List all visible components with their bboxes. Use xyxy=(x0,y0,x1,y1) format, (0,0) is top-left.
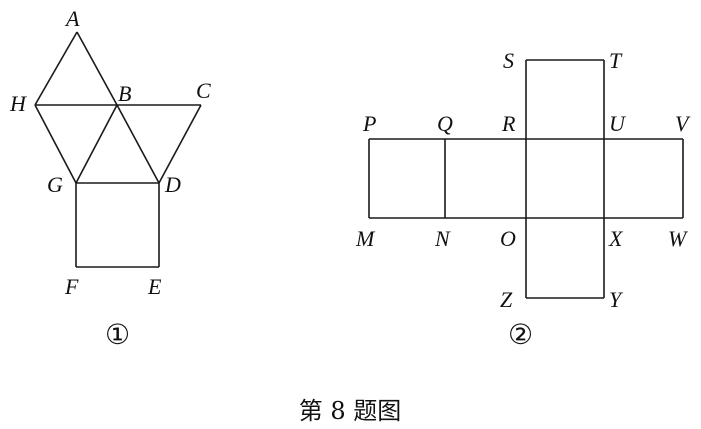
point-label-F: F xyxy=(64,274,79,299)
point-label-W: W xyxy=(668,226,688,251)
point-label-R: R xyxy=(501,111,516,136)
edge-HG xyxy=(34,104,77,184)
figure-2: S T P Q R U V M N O X W Z Y ② xyxy=(355,48,691,351)
point-label-Y: Y xyxy=(609,287,624,312)
point-label-Z: Z xyxy=(500,287,513,312)
point-label-P: P xyxy=(362,111,376,136)
point-label-M: M xyxy=(355,226,376,251)
point-label-E: E xyxy=(147,274,162,299)
point-label-O: O xyxy=(500,226,516,251)
figure-caption: 第 8 题图 xyxy=(299,397,402,425)
figure-2-number: ② xyxy=(508,318,533,351)
point-label-B: B xyxy=(118,81,131,106)
point-label-H: H xyxy=(9,91,27,116)
point-label-S: S xyxy=(503,48,514,73)
edge-BD xyxy=(116,104,160,184)
point-label-A: A xyxy=(64,6,80,31)
edge-CD xyxy=(158,104,202,184)
point-label-V: V xyxy=(675,111,691,136)
edge-AB xyxy=(76,31,118,106)
edge-HA xyxy=(34,31,78,106)
figure-1: A B C H G D F E ① xyxy=(9,6,211,351)
point-label-U: U xyxy=(609,111,627,136)
point-label-D: D xyxy=(164,172,181,197)
point-label-Q: Q xyxy=(437,111,453,136)
edge-GB xyxy=(75,104,118,184)
point-label-N: N xyxy=(434,226,451,251)
point-label-T: T xyxy=(609,48,623,73)
point-label-X: X xyxy=(608,226,624,251)
figure-1-number: ① xyxy=(105,318,130,351)
point-label-C: C xyxy=(196,78,211,103)
point-label-G: G xyxy=(47,172,63,197)
